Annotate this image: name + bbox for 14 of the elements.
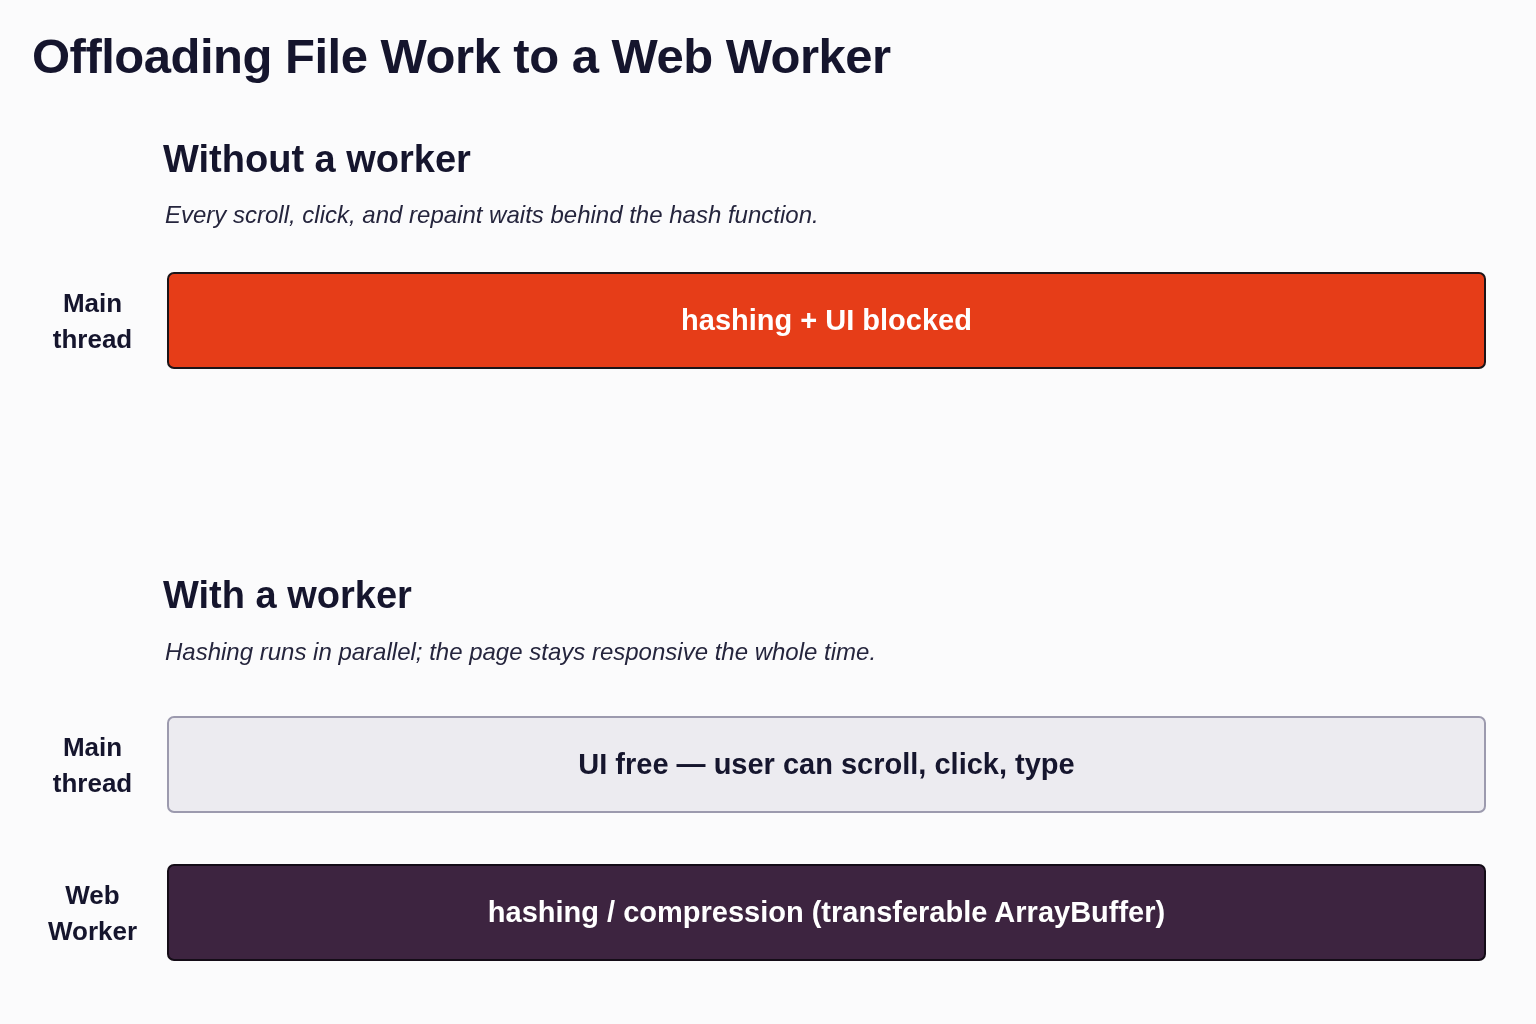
bar-label: hashing / compression (transferable ArrayBuffer) (487, 896, 1166, 929)
worker-task-bar (167, 864, 1486, 961)
section-heading: Without a worker (163, 137, 471, 182)
bar-label: UI free — user can scroll, click, type (578, 748, 1075, 781)
section-description: Every scroll, click, and repaint waits behind the hash function. (165, 200, 819, 230)
diagram-title: Offloading File Work to a Web Worker (32, 28, 891, 85)
row-label: Main thread (52, 286, 133, 356)
section-heading: With a worker (163, 573, 412, 618)
bar-label: hashing + UI blocked (681, 304, 972, 337)
blocked-task-bar (167, 272, 1486, 369)
free-thread-bar (167, 716, 1486, 813)
row-label: Main thread (52, 730, 133, 800)
section-description: Hashing runs in parallel; the page stays responsive the whole time. (165, 637, 877, 667)
row-label: Web Worker (47, 878, 138, 948)
